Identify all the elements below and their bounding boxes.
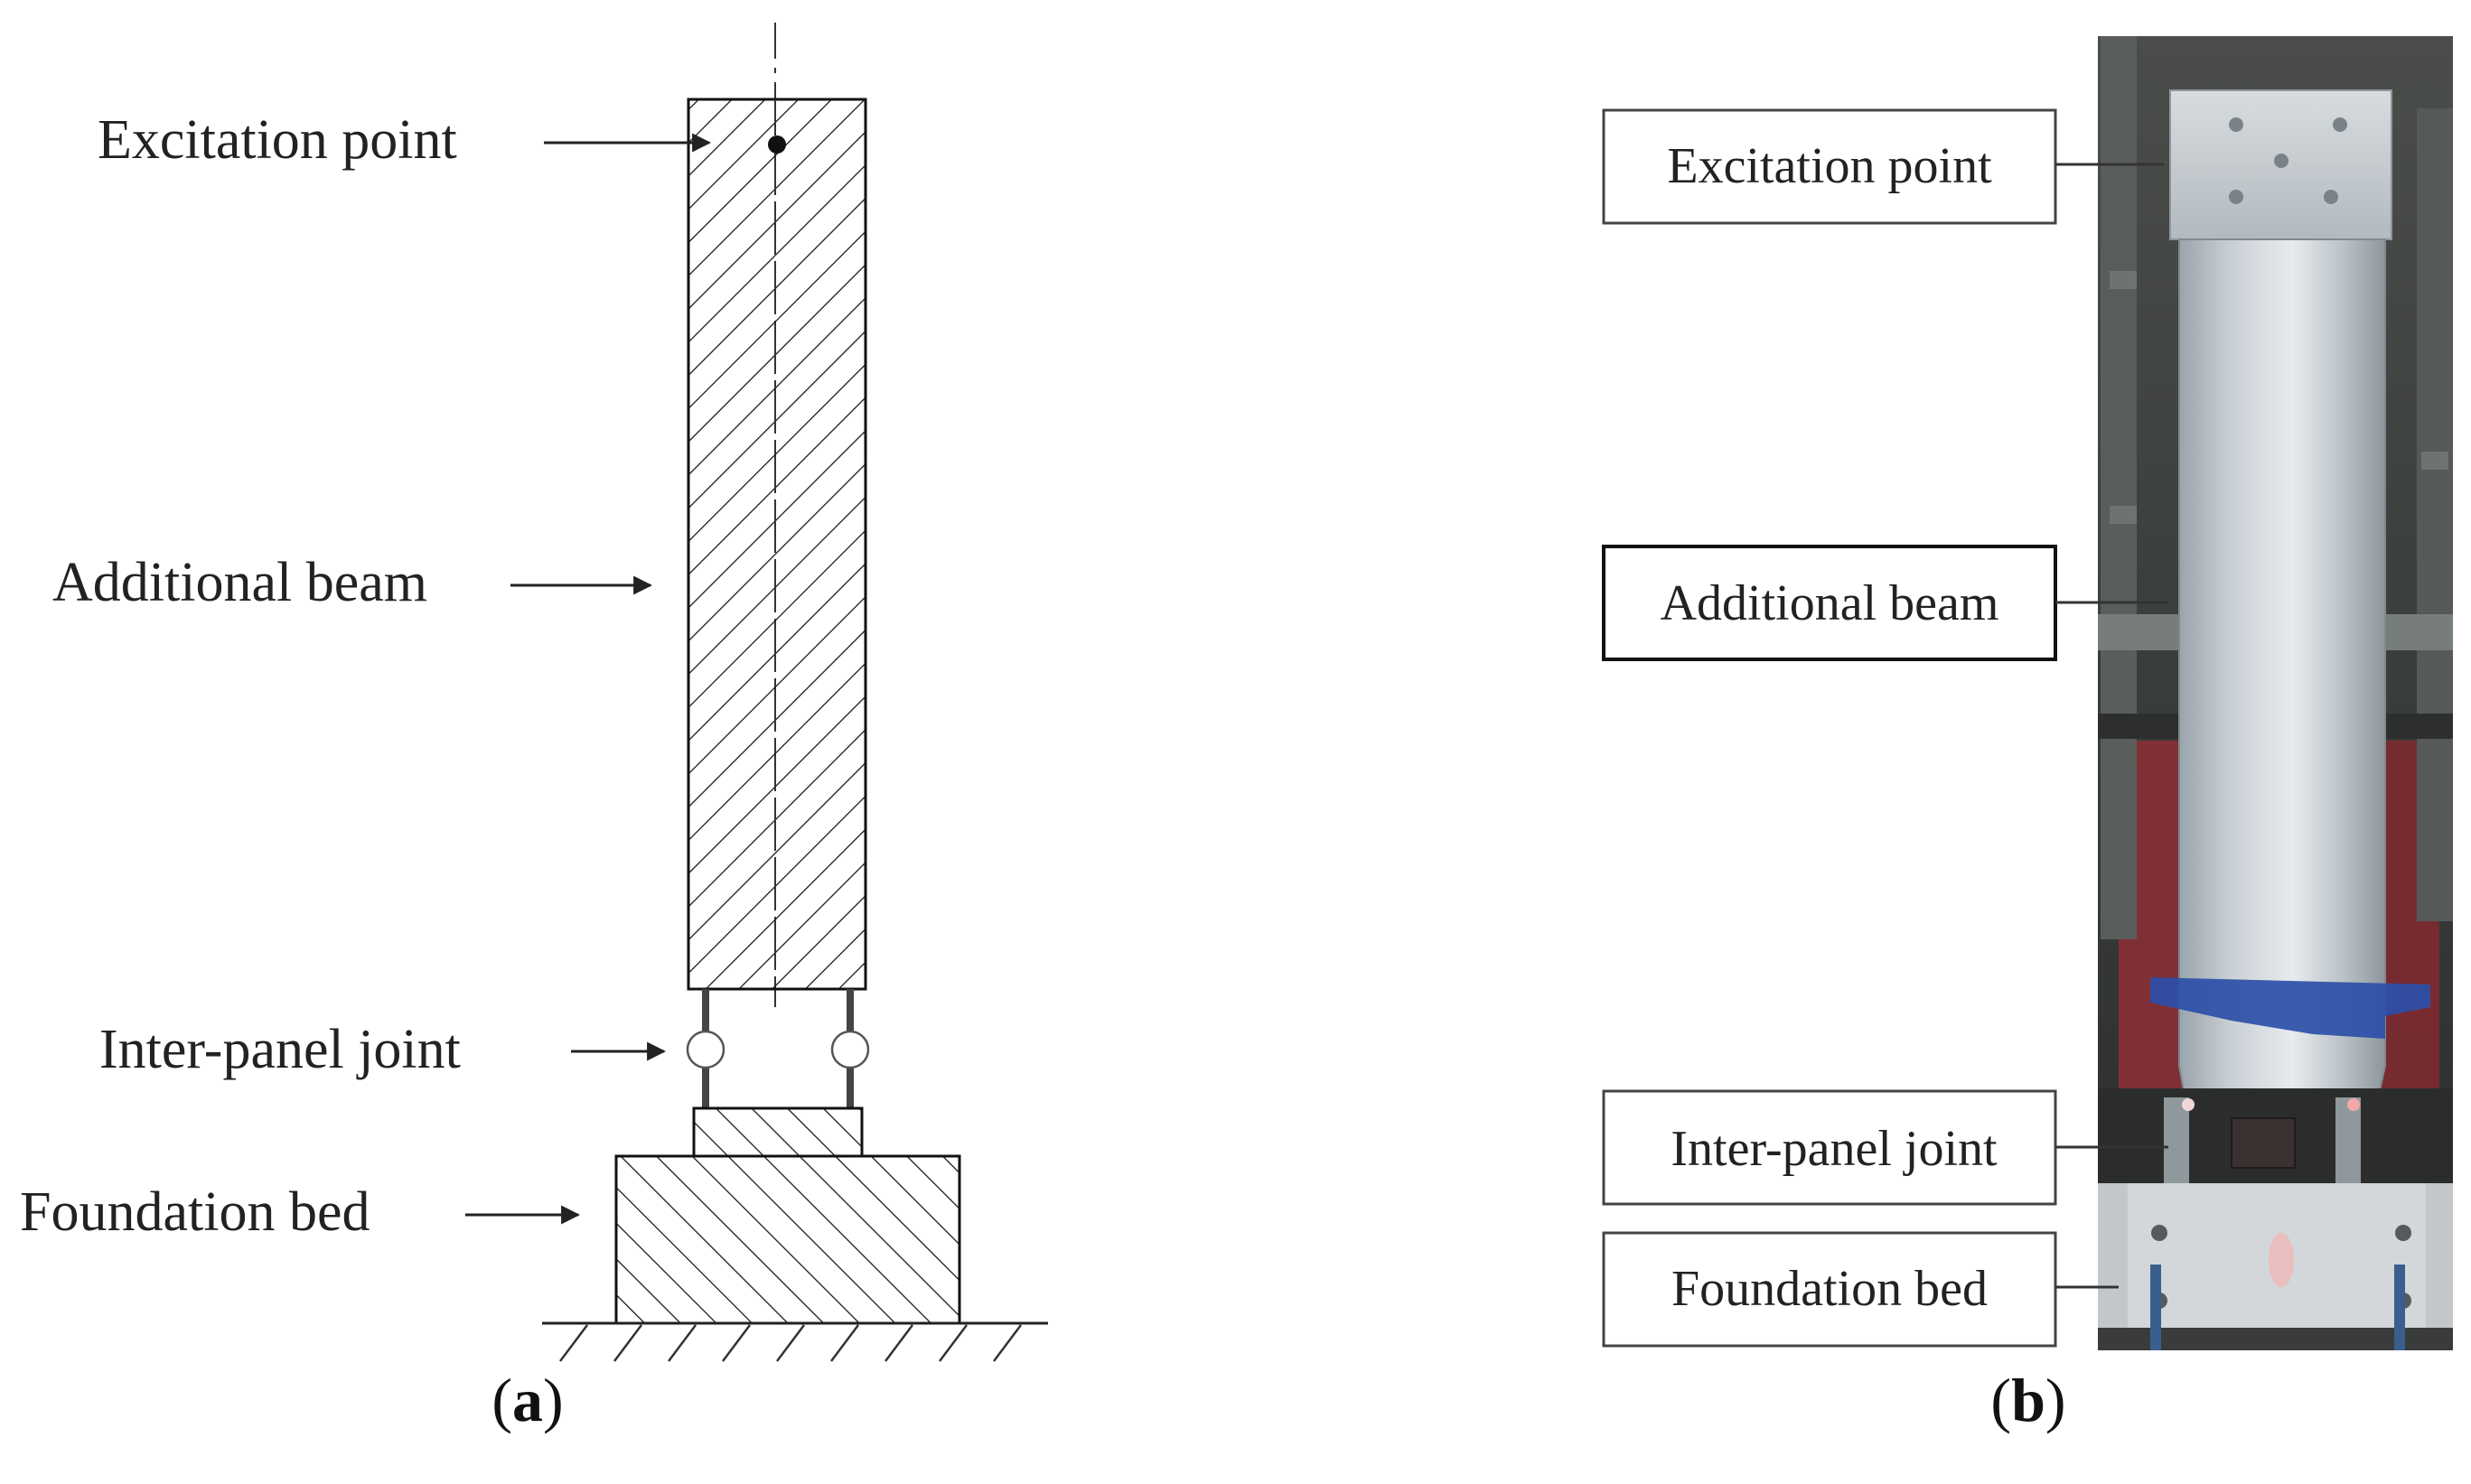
label-b-additional-beam: Additional beam [1661, 575, 1999, 631]
photo-label-joint: Inter-panel joint [1602, 1089, 2168, 1206]
panel-b-photo: Excitation point Additional beam Inter-p… [1602, 36, 2453, 1434]
ground-hatching [559, 1324, 1022, 1362]
additional-beam-shape [687, 98, 867, 991]
foundation-bed-shape [614, 1154, 961, 1325]
label-excitation-point: Excitation point [98, 109, 457, 171]
label-inter-panel-joint: Inter-panel joint [99, 1019, 461, 1080]
photo-label-beam: Additional beam [1602, 545, 2168, 661]
label-b-inter-panel-joint: Inter-panel joint [1671, 1121, 1998, 1177]
label-additional-beam: Additional beam [52, 552, 427, 613]
caption-b: (b) [1990, 1366, 2065, 1434]
photo-blue-tape [2150, 977, 2430, 1039]
caption-a: (a) [491, 1366, 563, 1434]
photo-label-excitation: Excitation point [1602, 108, 2164, 225]
joint-base-block [692, 1106, 864, 1158]
joint-ball-left [686, 1030, 725, 1069]
panel-a-schematic: Excitation point Additional beam Inter-p… [20, 23, 1048, 1434]
joint-ball-right [830, 1030, 870, 1069]
label-b-excitation-point: Excitation point [1667, 138, 1992, 194]
excitation-point-dot [768, 135, 786, 154]
label-foundation-bed: Foundation bed [20, 1181, 370, 1243]
photo-label-bed: Foundation bed [1602, 1231, 2119, 1348]
label-b-foundation-bed: Foundation bed [1671, 1261, 1988, 1317]
